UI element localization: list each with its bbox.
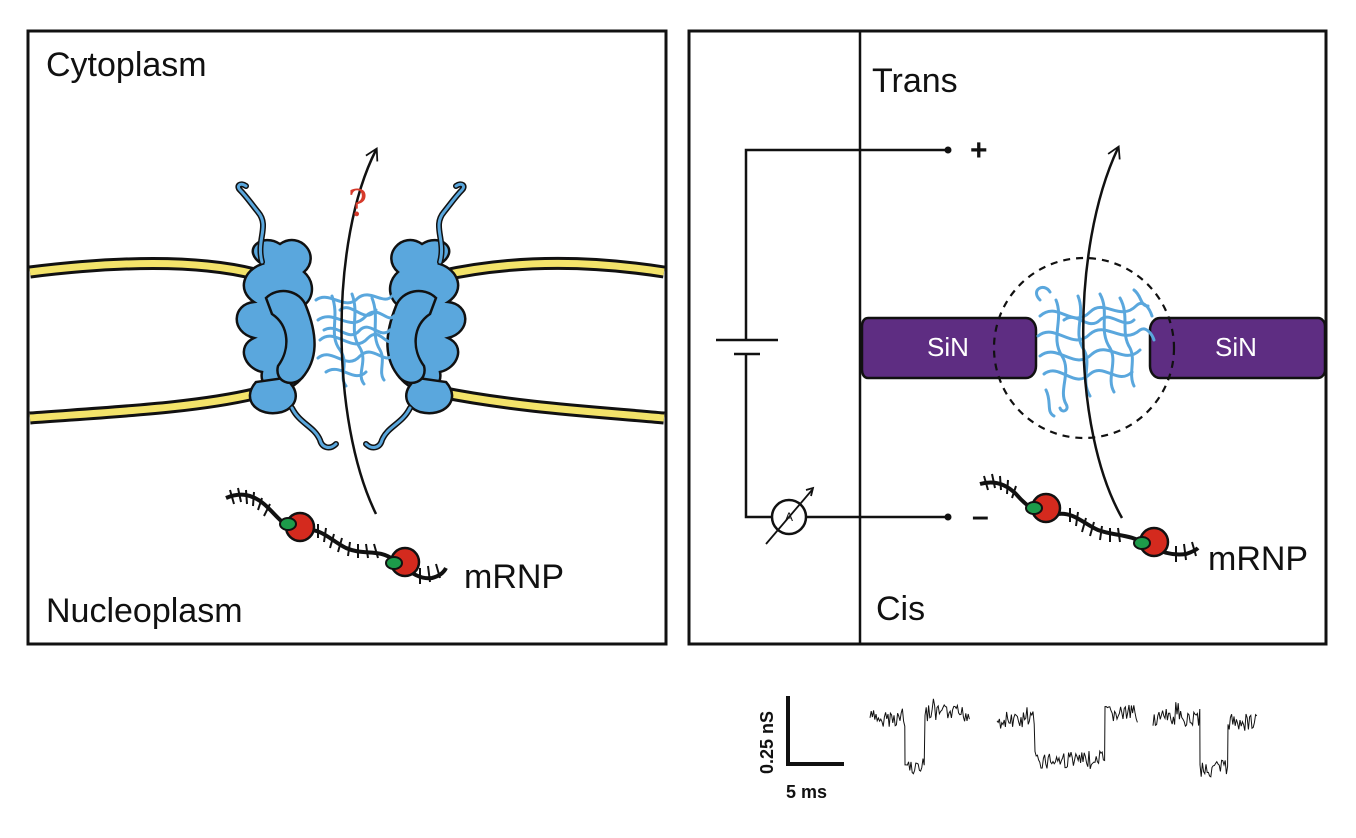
right-panel: A + – SiN SiN	[687, 29, 1328, 646]
mrnp-label-left: mRNP	[464, 558, 564, 596]
circuit	[716, 148, 948, 519]
trace-event-2	[996, 704, 1138, 770]
trans-label: Trans	[872, 62, 958, 100]
export-arrow	[340, 146, 379, 515]
cis-label: Cis	[876, 590, 925, 628]
scale-bar: 0.25 nS 5 ms	[757, 696, 844, 802]
nuclear-envelope-bottom-left	[29, 385, 264, 425]
mrnp-left	[225, 487, 448, 584]
terminal-plus-dot	[944, 146, 952, 154]
ammeter-label: A	[785, 510, 793, 524]
minus-sign: –	[972, 500, 989, 533]
scale-bar-horizontal-label: 5 ms	[786, 782, 827, 802]
question-mark: ?	[348, 184, 367, 225]
nuclear-pore-left-scaffold	[235, 238, 316, 415]
scale-bar-lines	[786, 696, 844, 766]
fg-mesh-nanopore	[1035, 286, 1156, 418]
cytoplasm-label: Cytoplasm	[46, 46, 207, 84]
left-panel: ? Cytoplasm Nucleoplasm mRNP	[26, 29, 668, 646]
sin-block-left	[860, 316, 1038, 380]
scale-bar-vertical-label: 0.25 nS	[757, 711, 777, 774]
fg-mesh-left	[314, 292, 396, 388]
sin-label-right: SiN	[1215, 332, 1257, 362]
mrnp-label-right: mRNP	[1208, 540, 1308, 578]
translocation-arrow	[1082, 144, 1124, 519]
nuclear-envelope-bottom-right	[438, 385, 665, 425]
sin-block-right	[1148, 316, 1327, 380]
left-panel-frame	[26, 29, 668, 646]
sin-label-left: SiN	[927, 332, 969, 362]
nuclear-envelope-top-left	[29, 257, 264, 283]
plus-sign: +	[970, 134, 988, 167]
sin-membrane: SiN SiN	[860, 316, 1327, 380]
ammeter-icon: A	[765, 486, 815, 545]
nucleoplasm-label: Nucleoplasm	[46, 592, 243, 630]
trace-event-3	[1152, 702, 1258, 778]
mrnp-right	[979, 473, 1200, 562]
nuclear-pore-right-scaffold	[386, 238, 467, 415]
terminal-minus-dot	[944, 513, 952, 521]
trace-event-1	[869, 698, 970, 775]
nuclear-envelope-top-right	[438, 257, 666, 283]
pore-region-dashed-circle	[992, 256, 1176, 440]
current-traces	[869, 698, 1258, 778]
